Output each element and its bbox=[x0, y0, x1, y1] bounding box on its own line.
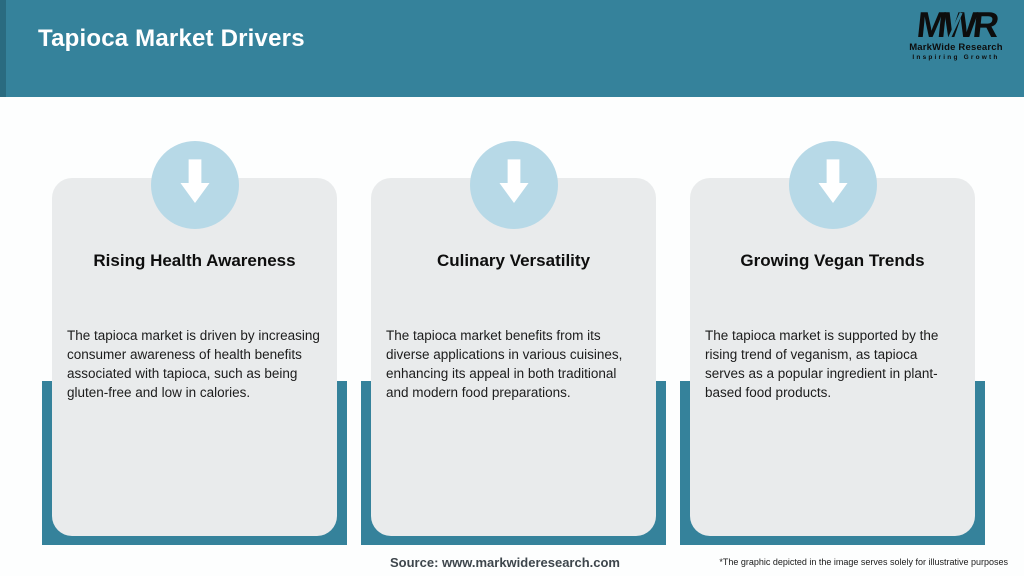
header-left-accent-stripe bbox=[0, 0, 6, 97]
driver-card: Culinary Versatility The tapioca market … bbox=[371, 178, 656, 536]
card-description: The tapioca market is supported by the r… bbox=[705, 328, 939, 400]
disclaimer-note: *The graphic depicted in the image serve… bbox=[719, 557, 1008, 567]
driver-column-3: Growing Vegan Trends The tapioca market … bbox=[680, 0, 985, 576]
logo-company-name: MarkWide Research bbox=[909, 42, 1003, 53]
header-bar: Tapioca Market Drivers MWR MarkWide Rese… bbox=[0, 0, 1024, 97]
driver-card: Growing Vegan Trends The tapioca market … bbox=[690, 178, 975, 536]
down-arrow-icon bbox=[788, 141, 877, 229]
logo-tagline: Inspiring Growth bbox=[912, 54, 1000, 61]
driver-column-1: Rising Health Awareness The tapioca mark… bbox=[42, 0, 347, 576]
card-title: Growing Vegan Trends bbox=[740, 251, 925, 270]
markwide-research-logo: MWR MarkWide Research Inspiring Growth bbox=[906, 4, 1006, 61]
card-title: Rising Health Awareness bbox=[93, 251, 296, 270]
source-attribution: Source: www.markwideresearch.com bbox=[389, 555, 621, 570]
page-title: Tapioca Market Drivers bbox=[38, 25, 305, 52]
down-arrow-icon bbox=[150, 141, 239, 229]
down-arrow-icon bbox=[469, 141, 558, 229]
driver-column-2: Culinary Versatility The tapioca market … bbox=[361, 0, 666, 576]
card-title: Culinary Versatility bbox=[436, 251, 591, 270]
card-description: The tapioca market is driven by increasi… bbox=[67, 328, 320, 400]
card-description: The tapioca market benefits from its div… bbox=[386, 328, 623, 400]
driver-card: Rising Health Awareness The tapioca mark… bbox=[52, 178, 337, 536]
